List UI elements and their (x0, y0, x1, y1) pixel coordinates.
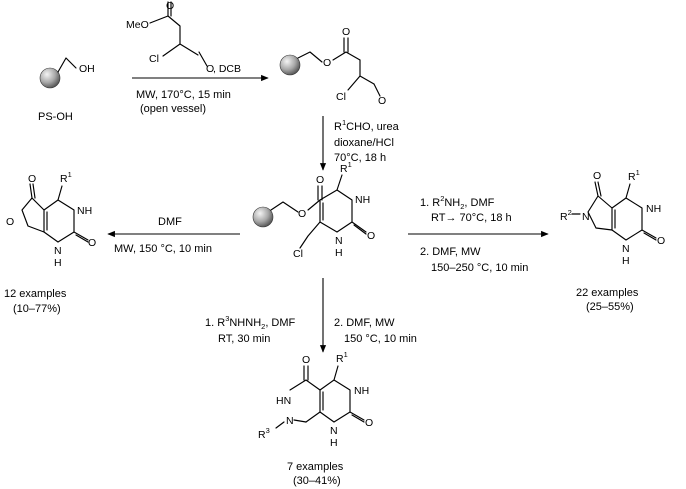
nh-label: NH (646, 203, 661, 215)
step1-conditions-open: (open vessel) (140, 103, 206, 115)
ketone-oxygen-label: O (206, 63, 214, 75)
r1-label: R1 (340, 160, 352, 175)
h-bottom-label: H (335, 247, 343, 259)
urea-o-label: O (367, 230, 375, 242)
lactone-o-label: O (28, 173, 36, 185)
urea-o-label: O (88, 237, 96, 249)
bottom-product-pyrimidopyridazinone: O HN N R3 R1 NH N H O (258, 350, 373, 449)
carbonyl-o-label: O (342, 26, 350, 38)
dcb-label: , DCB (213, 63, 241, 75)
top-o-label: O (302, 354, 310, 366)
left-product-furopyrimidinone: O O R1 NH N H O (6, 170, 96, 269)
chloro-label: Cl (149, 53, 159, 65)
chloro-label: Cl (293, 248, 303, 260)
bottom-route-left1: 1. R3NHNH2, DMF (205, 314, 296, 331)
h-label: H (54, 257, 62, 269)
n-label: N (54, 245, 62, 257)
right-route-line2: RT→ 70°C, 18 h (431, 212, 512, 224)
methoxy-label: MeO (126, 19, 149, 31)
hn-label: HN (276, 395, 291, 407)
right-route-line3: 2. DMF, MW (420, 246, 481, 258)
n-label: N (622, 243, 630, 255)
ring-o-label: O (6, 216, 14, 228)
right-examples-count: 22 examples (576, 287, 639, 299)
polystyrene-bead-icon (39, 67, 61, 89)
polystyrene-bead-icon (279, 54, 301, 76)
bottom-route-right2: 150 °C, 10 min (344, 333, 417, 345)
n-label: N (286, 415, 294, 427)
ps-oh-label: PS-OH (38, 111, 73, 123)
reagent-methyl-chloroacetoacetate: MeO O Cl O , DCB (126, 0, 241, 75)
h-label: H (622, 255, 630, 267)
bottom-route-right1: 2. DMF, MW (334, 317, 395, 329)
resin-dhpm: O O R1 NH N H O Cl (252, 160, 375, 260)
ester-o-label: O (323, 57, 331, 69)
carbonyl-o-label: O (316, 174, 324, 186)
left-route-conditions: MW, 150 °C, 10 min (114, 243, 212, 255)
r1-label: R1 (60, 170, 72, 185)
step2-line3: 70°C, 18 h (334, 152, 386, 164)
right-route-line4: 150–250 °C, 10 min (431, 262, 528, 274)
resin-ps-oh: OH PS-OH (38, 57, 95, 123)
bottom-examples-count: 7 examples (287, 461, 344, 473)
urea-o-label: O (365, 417, 373, 429)
step1-conditions: MW, 170°C, 15 min (136, 89, 231, 101)
right-route-line1: 1. R2NH2, DMF (420, 194, 495, 211)
n-bottom-label: N (330, 425, 338, 437)
left-examples-count: 12 examples (4, 288, 67, 300)
ester-o-label: O (298, 208, 306, 220)
step2-line2: dioxane/HCl (334, 137, 394, 149)
hydroxyl-label: OH (79, 63, 95, 75)
lactam-o-label: O (593, 170, 601, 182)
r1-label: R1 (628, 168, 640, 183)
right-product-pyrrolopyrimidinone: O N R2 R1 NH N H O (560, 168, 665, 267)
ketone-o-label: O (378, 95, 386, 107)
r1-label: R1 (336, 350, 348, 365)
resin-ketoester: O O O Cl (279, 26, 386, 107)
polystyrene-bead-icon (252, 206, 274, 228)
h-bottom-label: H (330, 437, 338, 449)
r2-label: R2 (560, 208, 572, 223)
urea-o-label: O (657, 235, 665, 247)
lactam-n-label: N (582, 211, 590, 223)
left-route-reagent: DMF (158, 216, 182, 228)
right-yield: (25–55%) (586, 301, 634, 313)
nh-label: NH (77, 205, 92, 217)
ester-oxygen-label: O (166, 0, 174, 12)
step2-line1: R1CHO, urea (334, 118, 400, 133)
n-bottom-label: N (335, 235, 343, 247)
bottom-route-left2: RT, 30 min (218, 333, 270, 345)
bottom-yield: (30–41%) (293, 475, 341, 487)
left-yield: (10–77%) (13, 303, 61, 315)
nh-label: NH (354, 385, 369, 397)
nh-top-label: NH (355, 194, 370, 206)
r3-label: R3 (258, 426, 270, 441)
chloro-label: Cl (336, 91, 346, 103)
